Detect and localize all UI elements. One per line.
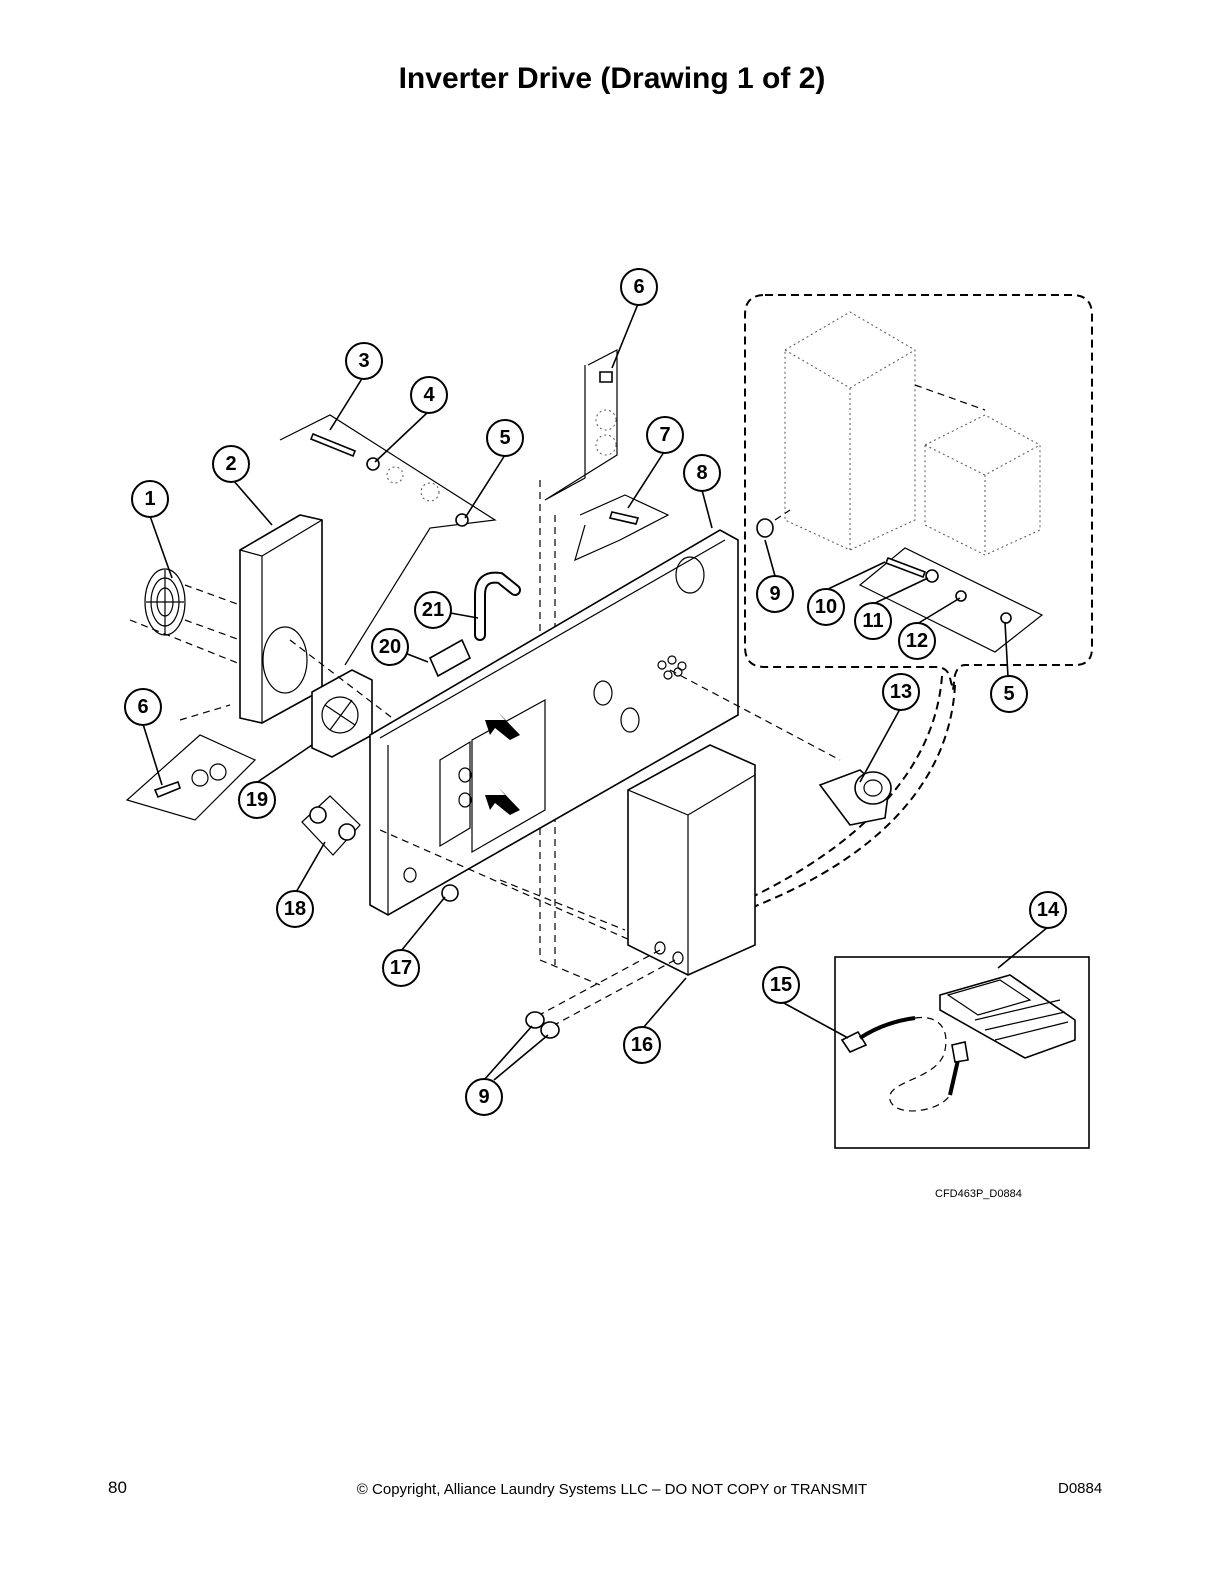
keypad-part xyxy=(939,974,1076,1059)
callout-9-upper: 9 xyxy=(756,575,794,613)
callout-4: 4 xyxy=(410,376,448,414)
callout-21: 21 xyxy=(414,591,452,629)
figure-code: CFD463P_D0884 xyxy=(935,1188,1022,1200)
callout-20: 20 xyxy=(371,628,409,666)
callout-13: 13 xyxy=(882,673,920,711)
svg-text:15: 15 xyxy=(770,974,792,996)
label-part xyxy=(428,638,472,678)
contactor-assembly xyxy=(774,311,1041,556)
svg-text:13: 13 xyxy=(890,681,912,703)
fan-guard-part xyxy=(144,568,186,636)
svg-text:10: 10 xyxy=(815,596,837,618)
callout-1: 1 xyxy=(131,480,169,518)
callout-3: 3 xyxy=(345,342,383,380)
callout-9-lower: 9 xyxy=(465,1078,503,1116)
svg-text:6: 6 xyxy=(137,696,148,718)
callout-19: 19 xyxy=(238,781,276,819)
screw-part xyxy=(884,556,927,579)
copyright-notice: © Copyright, Alliance Laundry Systems LL… xyxy=(356,1481,868,1498)
svg-text:14: 14 xyxy=(1037,899,1060,921)
callout-8: 8 xyxy=(683,454,721,492)
callout-7: 7 xyxy=(646,416,684,454)
callout-18: 18 xyxy=(276,890,314,928)
svg-text:12: 12 xyxy=(906,630,928,652)
vent-pattern xyxy=(657,655,687,680)
callout-16: 16 xyxy=(623,1026,661,1064)
callout-6-top: 6 xyxy=(620,268,658,306)
svg-text:3: 3 xyxy=(358,350,369,372)
svg-text:9: 9 xyxy=(478,1086,489,1108)
svg-text:21: 21 xyxy=(422,599,444,621)
callout-17: 17 xyxy=(382,949,420,987)
callout-11: 11 xyxy=(854,602,892,640)
svg-text:20: 20 xyxy=(379,636,401,658)
callout-5: 5 xyxy=(486,419,524,457)
direction-arrow-icon xyxy=(485,712,520,740)
svg-text:9: 9 xyxy=(769,583,780,605)
screw-part xyxy=(608,511,640,525)
callout-15: 15 xyxy=(762,966,800,1004)
keypad-inset-frame xyxy=(834,956,1090,1149)
svg-text:6: 6 xyxy=(633,276,644,298)
screw-part xyxy=(309,432,357,458)
svg-text:18: 18 xyxy=(284,898,306,920)
callout-12: 12 xyxy=(898,622,936,660)
callout-6-left: 6 xyxy=(124,688,162,726)
callout-10: 10 xyxy=(807,588,845,626)
callout-14: 14 xyxy=(1029,891,1067,929)
nut-part xyxy=(441,884,459,902)
svg-text:2: 2 xyxy=(225,453,236,475)
cable-path xyxy=(739,684,956,913)
callout-2: 2 xyxy=(212,445,250,483)
svg-text:5: 5 xyxy=(1003,683,1014,705)
svg-text:7: 7 xyxy=(659,424,670,446)
svg-text:19: 19 xyxy=(246,789,268,811)
bolt-part xyxy=(599,371,613,383)
washer-part xyxy=(540,1021,560,1039)
svg-text:17: 17 xyxy=(390,957,412,979)
direction-arrow-icon xyxy=(485,787,520,815)
page-title: Inverter Drive (Drawing 1 of 2) xyxy=(398,62,826,95)
svg-text:11: 11 xyxy=(862,610,883,632)
svg-text:5: 5 xyxy=(499,427,510,449)
page-number: 80 xyxy=(108,1478,127,1497)
fan-duct-part xyxy=(239,514,323,724)
svg-text:4: 4 xyxy=(423,384,435,406)
plug-part xyxy=(818,769,892,826)
inverter-drive-box xyxy=(627,744,756,976)
washer-part xyxy=(525,1011,545,1029)
svg-text:16: 16 xyxy=(631,1034,653,1056)
svg-text:1: 1 xyxy=(144,488,155,510)
document-code: D0884 xyxy=(1058,1480,1103,1497)
bolt-part xyxy=(153,780,181,799)
callout-5-right: 5 xyxy=(990,675,1028,713)
kit-enclosure-outline xyxy=(744,294,1093,691)
keypad-cable-part xyxy=(840,1016,969,1112)
svg-text:8: 8 xyxy=(696,462,707,484)
main-panel-part xyxy=(369,529,739,916)
washer-part xyxy=(756,518,774,538)
